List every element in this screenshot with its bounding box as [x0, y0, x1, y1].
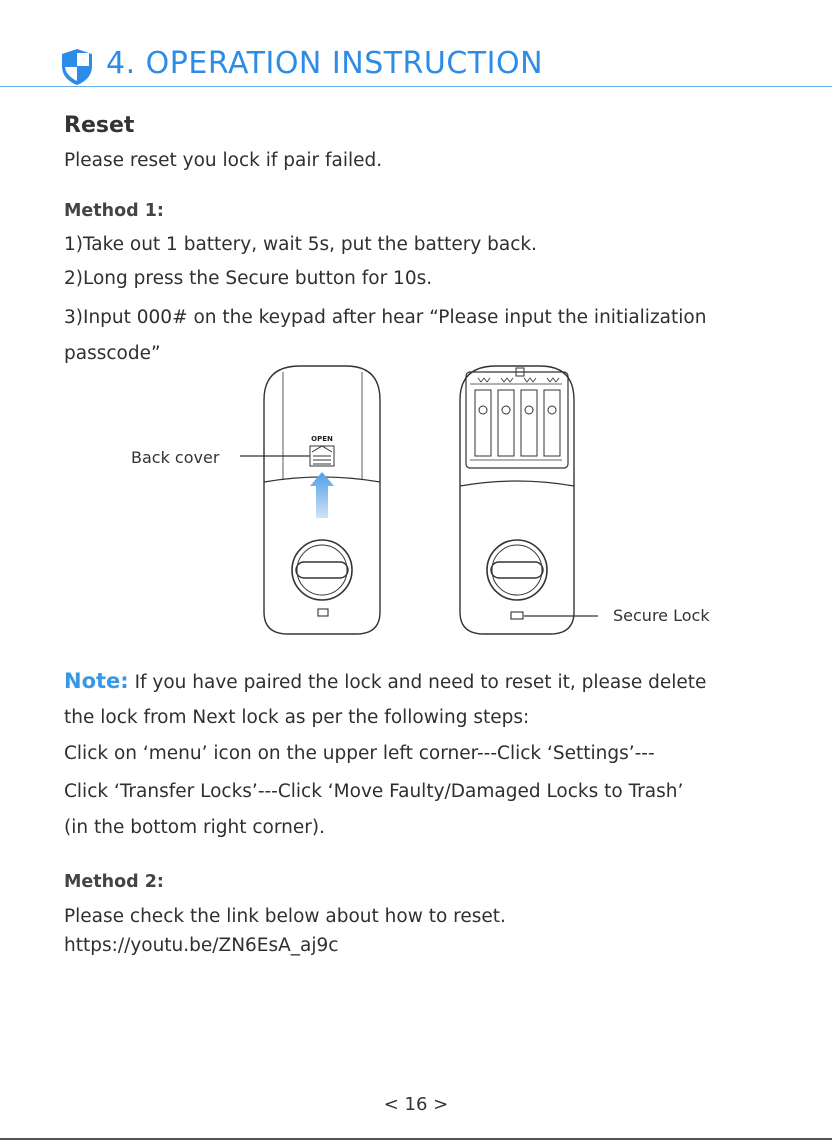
method2-text: Please check the link below about how to… — [64, 906, 506, 927]
lock-diagram: OPEN Back cover Secure Lock — [131, 365, 710, 635]
note-text: If you have paired the lock and need to … — [128, 672, 707, 693]
secure-button — [510, 611, 524, 620]
lock-battery-compartment — [459, 365, 575, 635]
open-label: OPEN — [311, 435, 333, 443]
header-divider — [0, 86, 832, 87]
secure-lock-label: Secure Lock — [613, 606, 710, 625]
slide-up-arrow-icon — [310, 472, 334, 518]
footer-divider — [0, 1138, 832, 1140]
section-title: 4. OPERATION INSTRUCTION — [106, 46, 544, 81]
note-line-3: Click on ‘menu’ icon on the upper left c… — [64, 743, 655, 764]
method2-heading: Method 2: — [64, 872, 164, 892]
section-header: 4. OPERATION INSTRUCTION — [0, 40, 832, 88]
page-number: < 16 > — [383, 1094, 449, 1115]
reset-video-link[interactable]: https://youtu.be/ZN6EsA_aj9c — [64, 935, 339, 956]
back-cover-label: Back cover — [131, 448, 220, 467]
method1-step-3-cont: passcode” — [64, 343, 161, 364]
method1-step-2: 2)Long press the Secure button for 10s. — [64, 268, 433, 289]
method1-heading: Method 1: — [64, 201, 164, 221]
shield-icon — [62, 49, 92, 85]
note-line-1: Note: If you have paired the lock and ne… — [64, 669, 706, 693]
method1-step-3: 3)Input 000# on the keypad after hear “P… — [64, 307, 707, 328]
note-label: Note: — [64, 669, 129, 693]
note-line-5: (in the bottom right corner). — [64, 817, 325, 838]
reset-subtitle: Please reset you lock if pair failed. — [64, 150, 383, 171]
note-line-2: the lock from Next lock as per the follo… — [64, 707, 530, 728]
reset-heading: Reset — [64, 113, 135, 138]
note-line-4: Click ‘Transfer Locks’---Click ‘Move Fau… — [64, 781, 684, 802]
method1-step-1: 1)Take out 1 battery, wait 5s, put the b… — [64, 234, 537, 255]
